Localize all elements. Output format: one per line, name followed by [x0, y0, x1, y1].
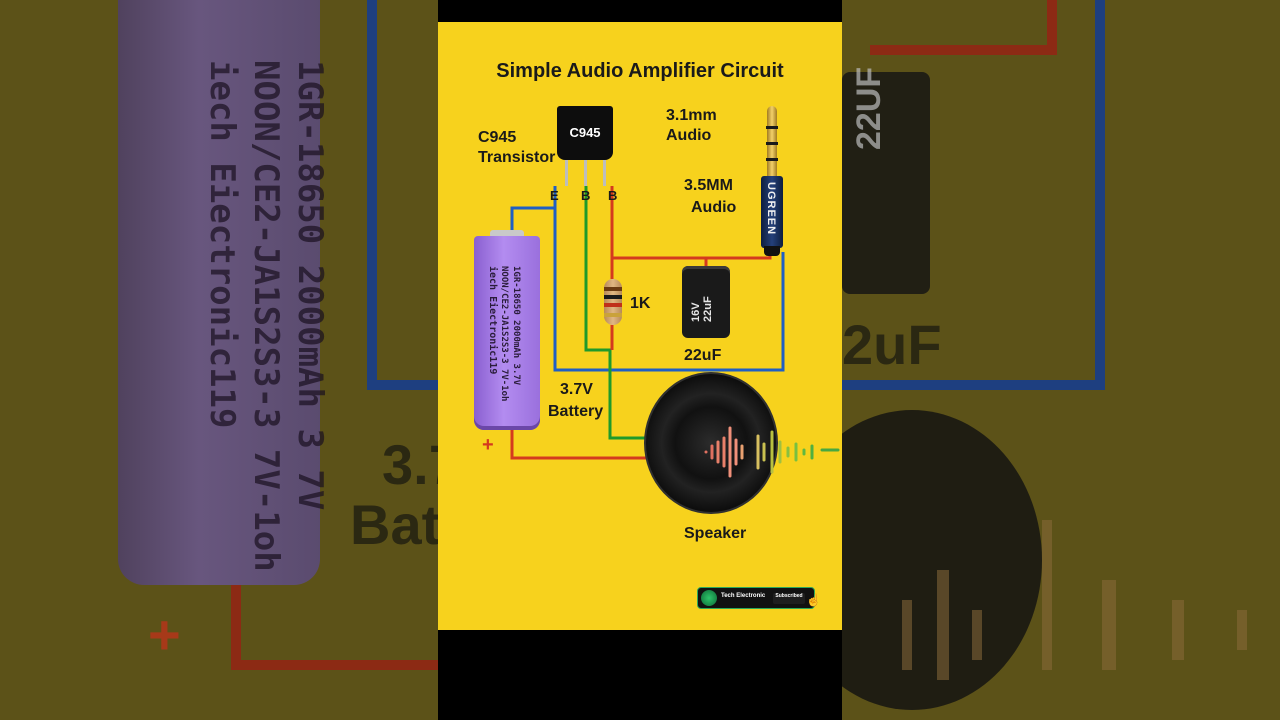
pin-label-b1: B	[581, 188, 591, 203]
audio-jack-tail	[764, 246, 780, 256]
background-wires-right	[842, 0, 1247, 680]
resistor-band-4	[604, 313, 622, 317]
channel-avatar[interactable]	[701, 590, 717, 606]
background-voltage-text: 3.7	[382, 433, 438, 496]
wire-emitter-to-battery	[510, 186, 557, 236]
battery-body-text: 1GR-18650 2000mAh 3.7V NOON/CE2-JA1S2S3-…	[486, 266, 522, 401]
background-capacitor	[842, 72, 930, 294]
transistor-leg-e	[565, 160, 568, 186]
battery-body-line3: iech Eiectronic119	[487, 266, 498, 375]
speaker-rim	[644, 372, 778, 514]
speaker-label: Speaker	[684, 525, 747, 542]
resistor-band-3	[604, 303, 622, 307]
background-capacitor-label: 2uF	[842, 313, 942, 376]
wire-battery-to-speaker	[510, 430, 654, 460]
transistor-leg-c	[603, 160, 606, 186]
jack-label-line1: 3.5MM	[684, 177, 733, 194]
transistor-leg-b	[584, 160, 587, 186]
background-plus: +	[148, 603, 181, 666]
channel-subscribe-badge[interactable]: Tech Electronic Subscribed ☝	[697, 587, 821, 609]
hand-cursor-icon: ☝	[806, 593, 821, 607]
capacitor: 16V 22uF	[682, 266, 730, 338]
channel-name: Tech Electronic	[721, 593, 766, 599]
background-battery-label: Batt	[350, 493, 438, 556]
battery-label-line1: 3.7V	[560, 381, 593, 398]
capacitor-body-line2: 22uF	[702, 296, 714, 322]
transistor-type: Transistor	[478, 149, 556, 166]
background-battery-text: 1GR-18650 2000mAh 3 7V NOON/CE2-JA1S2S3-…	[202, 60, 330, 572]
battery-body-line2: NOON/CE2-JA1S2S3-3 7V-1oh	[499, 266, 509, 402]
sound-wave-icon	[704, 426, 840, 478]
resistor-band-1	[604, 287, 622, 291]
jack-ring-3	[766, 158, 778, 161]
jack-brand-text: UGREEN	[765, 182, 777, 236]
resistor-band-2	[604, 295, 622, 299]
speaker	[646, 374, 776, 512]
background-wires-left	[231, 0, 438, 670]
resistor	[604, 279, 622, 325]
jack-label-line2: Audio	[691, 199, 737, 216]
subscribe-button[interactable]: Subscribed	[773, 593, 805, 604]
capacitor-body-text: 16V 22uF	[690, 296, 714, 322]
capacitor-label: 22uF	[684, 347, 722, 364]
capacitor-body-line1: 16V	[690, 302, 702, 322]
diagram-title: Simple Audio Amplifier Circuit	[496, 60, 784, 82]
battery-body-line1: 1GR-18650 2000mAh 3.7V	[511, 266, 521, 386]
pin-label-e: E	[550, 188, 559, 203]
battery-label-line2: Battery	[548, 403, 604, 420]
wire-emitter-to-ground	[553, 208, 785, 372]
jack-label-top-line2: Audio	[666, 127, 712, 144]
jack-ring-2	[766, 142, 778, 145]
transistor-chip: C945	[557, 106, 613, 160]
battery	[474, 236, 540, 430]
background-battery	[118, 0, 320, 585]
transistor-name: C945	[478, 129, 517, 146]
resistor-label: 1K	[630, 295, 651, 312]
wire-capacitor-to-jack	[706, 248, 772, 260]
jack-label-top-line1: 3.1mm	[666, 107, 717, 124]
jack-ring-1	[766, 126, 778, 129]
video-frame: Simple Audio Amplifier Circuit C945 Tran…	[438, 0, 842, 720]
wire-collector-to-capacitor	[612, 256, 708, 266]
background-left: 1GR-18650 2000mAh 3 7V NOON/CE2-JA1S2S3-…	[0, 0, 438, 720]
pin-label-b2: B	[608, 188, 618, 203]
audio-jack-body	[761, 176, 783, 248]
circuit-board: Simple Audio Amplifier Circuit C945 Tran…	[438, 22, 842, 630]
battery-terminal	[490, 230, 524, 238]
background-right: 22UF 2uF	[842, 0, 1280, 720]
wire-base-to-speaker	[584, 186, 654, 440]
battery-plus-sign: +	[482, 434, 494, 456]
